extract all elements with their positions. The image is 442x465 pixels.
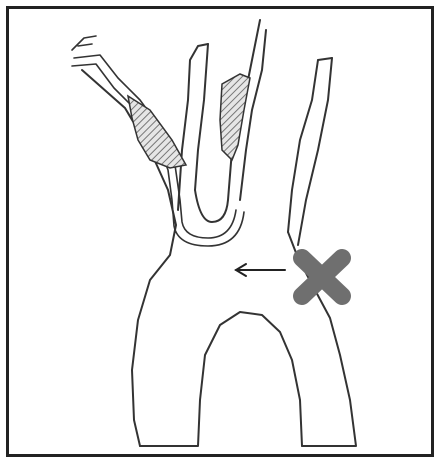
- hatched-graft-region-left: [128, 96, 186, 168]
- aorta-outline: [82, 58, 356, 446]
- left-arrow: [236, 264, 285, 276]
